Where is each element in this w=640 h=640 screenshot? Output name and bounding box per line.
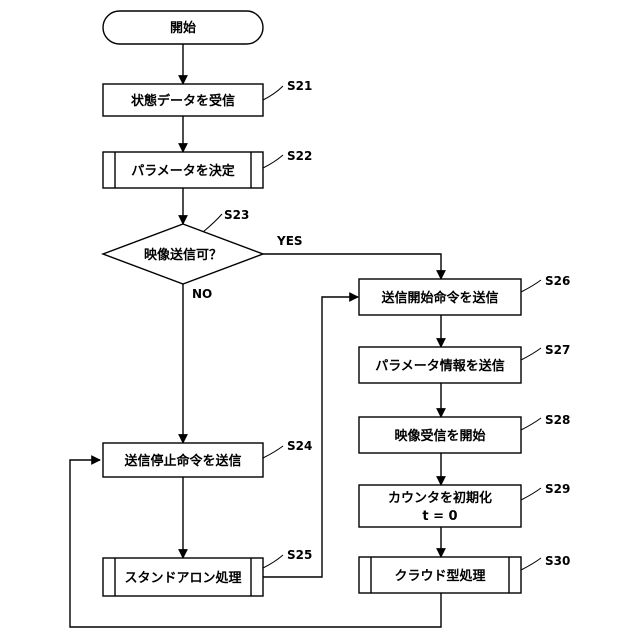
s30-label: クラウド型処理	[394, 568, 485, 584]
s23-step-label: S23	[224, 208, 249, 222]
s22-step-label: S22	[287, 149, 312, 163]
s26-step-label: S26	[545, 274, 570, 288]
step-s28: 映像受信を開始 S28	[359, 413, 570, 453]
connectors	[70, 44, 441, 627]
s29-label-line2: t = 0	[422, 509, 457, 524]
step-s25: スタンドアロン処理 S25	[103, 548, 312, 596]
s23-label: 映像送信可？	[144, 247, 222, 263]
s30-leader	[521, 558, 541, 570]
s23-leader	[203, 214, 222, 232]
step-s22: パラメータを決定 S22	[103, 149, 312, 188]
s29-label-line1: カウンタを初期化	[388, 490, 492, 506]
s24-step-label: S24	[287, 439, 312, 453]
step-s26: 送信開始命令を送信 S26	[359, 274, 570, 315]
s29-step-label: S29	[545, 482, 570, 496]
yes-label: YES	[276, 234, 303, 248]
s26-leader	[521, 280, 541, 292]
s24-label: 送信停止命令を送信	[123, 453, 241, 469]
s29-leader	[521, 488, 541, 500]
s25-leader	[263, 555, 283, 568]
s28-label: 映像受信を開始	[394, 428, 485, 444]
s27-leader	[521, 348, 541, 360]
s22-leader	[263, 155, 283, 168]
s21-step-label: S21	[287, 79, 312, 93]
edge-s23-s26-yes	[263, 254, 441, 279]
start-terminal: 開始	[103, 11, 263, 44]
step-s29: カウンタを初期化 t = 0 S29	[359, 482, 570, 527]
step-s21: 状態データを受信 S21	[103, 79, 312, 116]
s27-step-label: S27	[545, 343, 570, 357]
s28-leader	[521, 418, 541, 430]
s21-leader	[263, 86, 283, 100]
s25-label: スタンドアロン処理	[124, 570, 241, 586]
s21-label: 状態データを受信	[131, 93, 235, 109]
edge-s25-s26	[263, 297, 358, 577]
s24-leader	[263, 446, 283, 458]
no-label: NO	[192, 287, 212, 301]
s22-label: パラメータを決定	[131, 163, 235, 179]
s26-label: 送信開始命令を送信	[380, 290, 498, 306]
s25-step-label: S25	[287, 548, 312, 562]
start-label: 開始	[170, 20, 196, 36]
s30-step-label: S30	[545, 554, 570, 568]
step-s30: クラウド型処理 S30	[359, 554, 570, 593]
step-s24: 送信停止命令を送信 S24	[103, 439, 312, 477]
step-s27: パラメータ情報を送信 S27	[359, 343, 570, 383]
s27-label: パラメータ情報を送信	[375, 358, 505, 374]
s28-step-label: S28	[545, 413, 570, 427]
